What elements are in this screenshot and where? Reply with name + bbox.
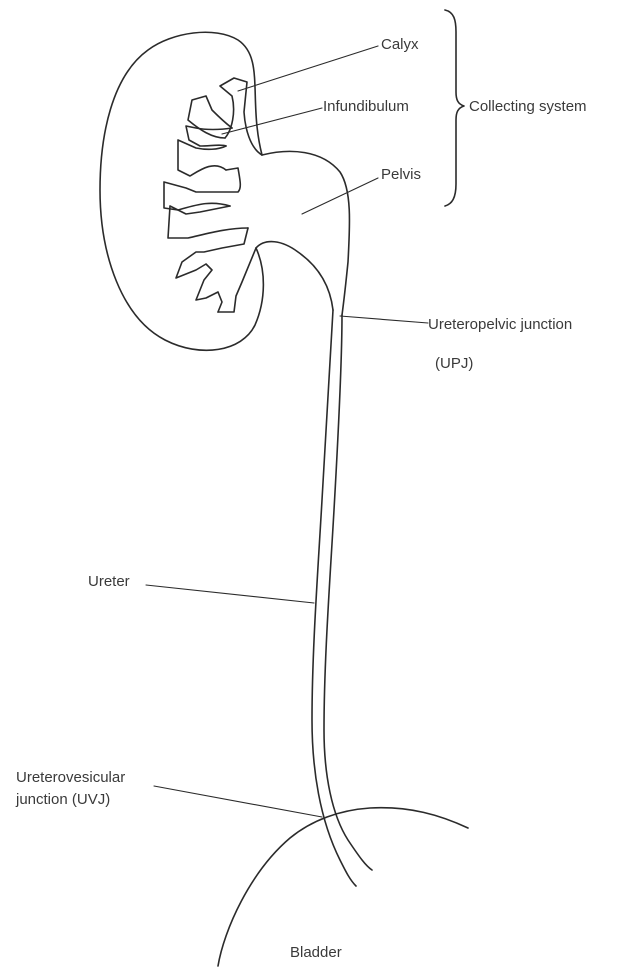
renal-pelvis-lower-border	[256, 242, 333, 310]
ureter-leader-line	[146, 585, 314, 603]
renal-pelvis-upper-border	[262, 151, 350, 315]
calyx-leader-line	[238, 46, 378, 91]
ureter-right-wall	[324, 315, 372, 870]
infundibulum-label: Infundibulum	[323, 96, 409, 117]
uvj-label-line1: Ureterovesicular	[16, 767, 125, 788]
collecting-system-label: Collecting system	[469, 96, 587, 117]
pelvis-leader-line	[302, 178, 378, 214]
calyx-7	[218, 248, 256, 312]
upj-leader-line	[340, 316, 428, 323]
calyx-label: Calyx	[381, 34, 419, 55]
bladder-label: Bladder	[290, 942, 342, 963]
infundibulum-leader-line	[222, 108, 322, 134]
ureter-label: Ureter	[88, 571, 130, 592]
uvj-leader-line	[154, 786, 322, 817]
calyx-5	[168, 206, 248, 238]
collecting-system-brace	[445, 10, 464, 206]
calyx-2	[188, 96, 232, 138]
uvj-label-line2: junction (UVJ)	[16, 789, 110, 810]
upj-label-line2: (UPJ)	[435, 353, 473, 374]
ureter-left-wall	[312, 310, 356, 886]
upj-label-line1: Ureteropelvic junction	[428, 314, 572, 335]
pelvis-label: Pelvis	[381, 164, 421, 185]
calyx-6	[176, 228, 248, 312]
infundibulum-branch	[186, 126, 232, 146]
calyx-4	[164, 168, 240, 210]
